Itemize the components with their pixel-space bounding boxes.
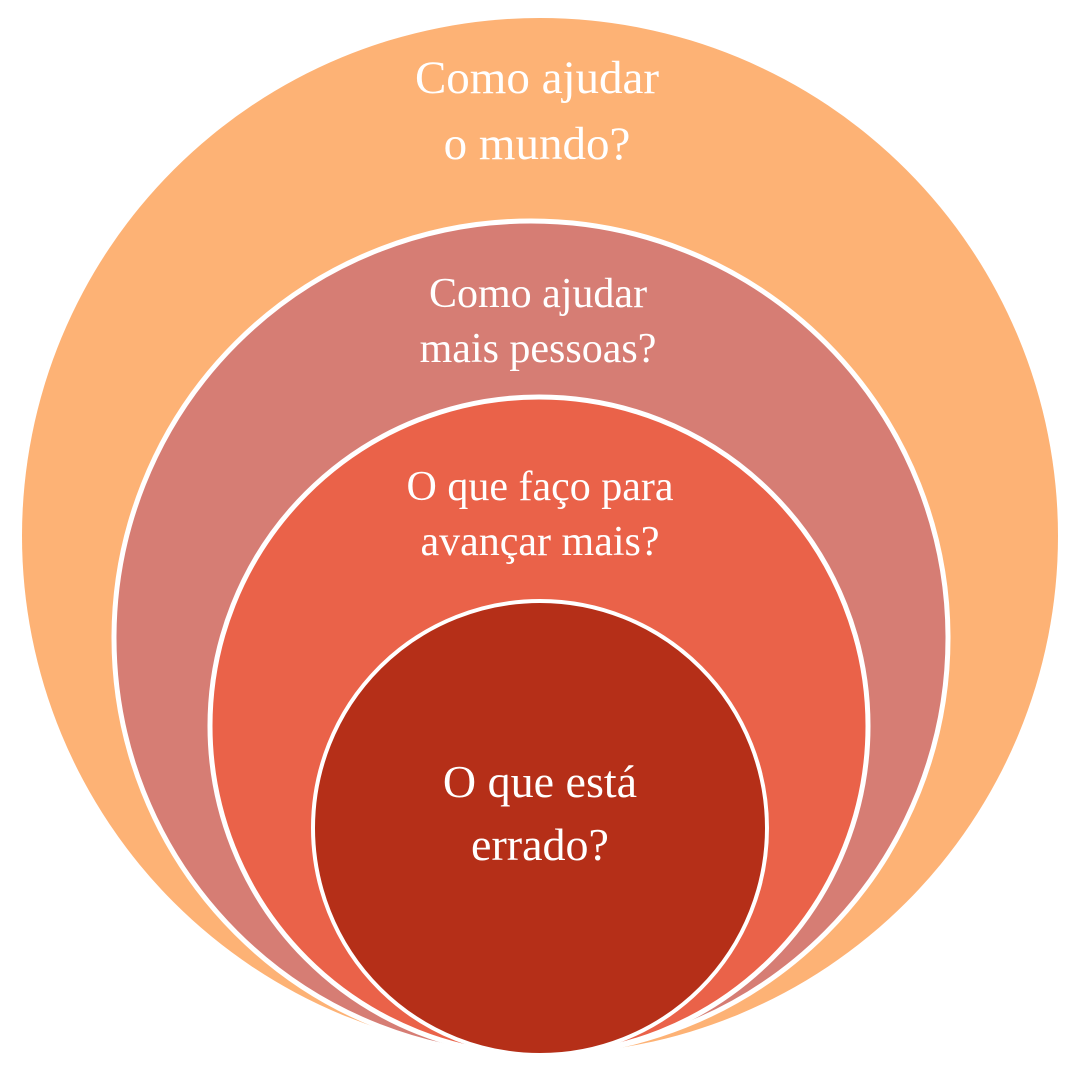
label-wrong-line2: errado? (471, 819, 609, 870)
label-advance-line1: O que faço para (406, 464, 673, 510)
label-wrong-line1: O que está (443, 756, 637, 807)
label-advance-line2: avançar mais? (420, 519, 659, 565)
label-world-line1: Como ajudar (415, 52, 659, 104)
label-world-line2: o mundo? (444, 118, 631, 170)
label-more-people-line1: Como ajudar (429, 271, 647, 317)
circle-whats-wrong (311, 599, 769, 1057)
label-more-people-line2: mais pessoas? (420, 326, 657, 372)
